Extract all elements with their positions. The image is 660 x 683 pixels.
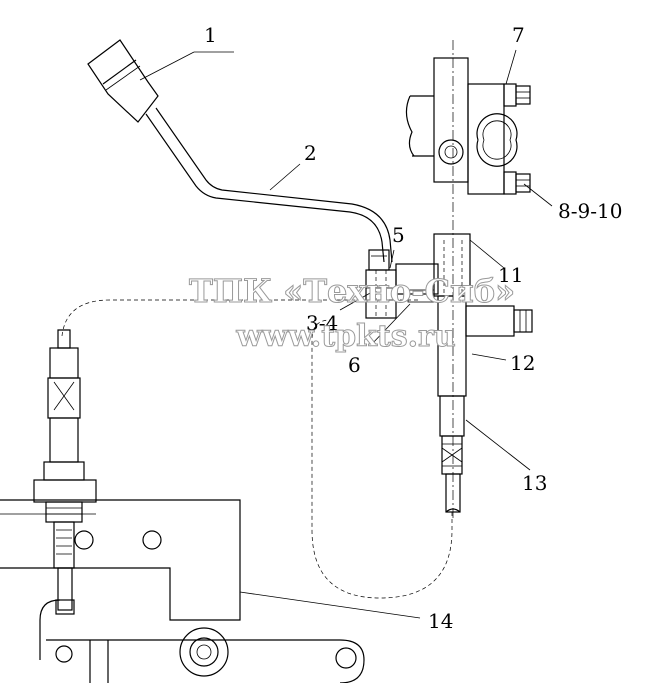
left-cable-end (33, 329, 97, 615)
callout-labels: 1 2 3-4 5 6 7 8-9-10 11 12 13 14 (204, 23, 622, 633)
callout-7: 7 (512, 23, 525, 47)
watermark: ТПК «Техно-Сиб» www.tpkts.ru (188, 272, 515, 355)
cable-housing (433, 233, 533, 513)
callout-12: 12 (510, 351, 535, 375)
lever-rod (145, 107, 393, 271)
callout-14: 14 (428, 609, 453, 633)
mounting-plate (0, 499, 365, 683)
callout-13: 13 (522, 471, 547, 495)
watermark-company: ТПК «Техно-Сиб» (189, 272, 515, 310)
callout-1: 1 (204, 23, 217, 47)
callout-6: 6 (348, 353, 361, 377)
control-cable (61, 299, 453, 599)
leader-lines (139, 49, 553, 619)
clamp-bracket (405, 57, 518, 195)
lever-knob (87, 39, 159, 123)
callout-5: 5 (392, 223, 405, 247)
callout-11: 11 (498, 263, 523, 287)
callout-2: 2 (304, 141, 317, 165)
pivot-block (365, 263, 439, 319)
callout-3-4: 3-4 (306, 311, 338, 335)
clamp-bolts (515, 85, 531, 193)
callout-8-9-10: 8-9-10 (558, 199, 622, 223)
watermark-website: www.tpkts.ru (235, 319, 455, 354)
